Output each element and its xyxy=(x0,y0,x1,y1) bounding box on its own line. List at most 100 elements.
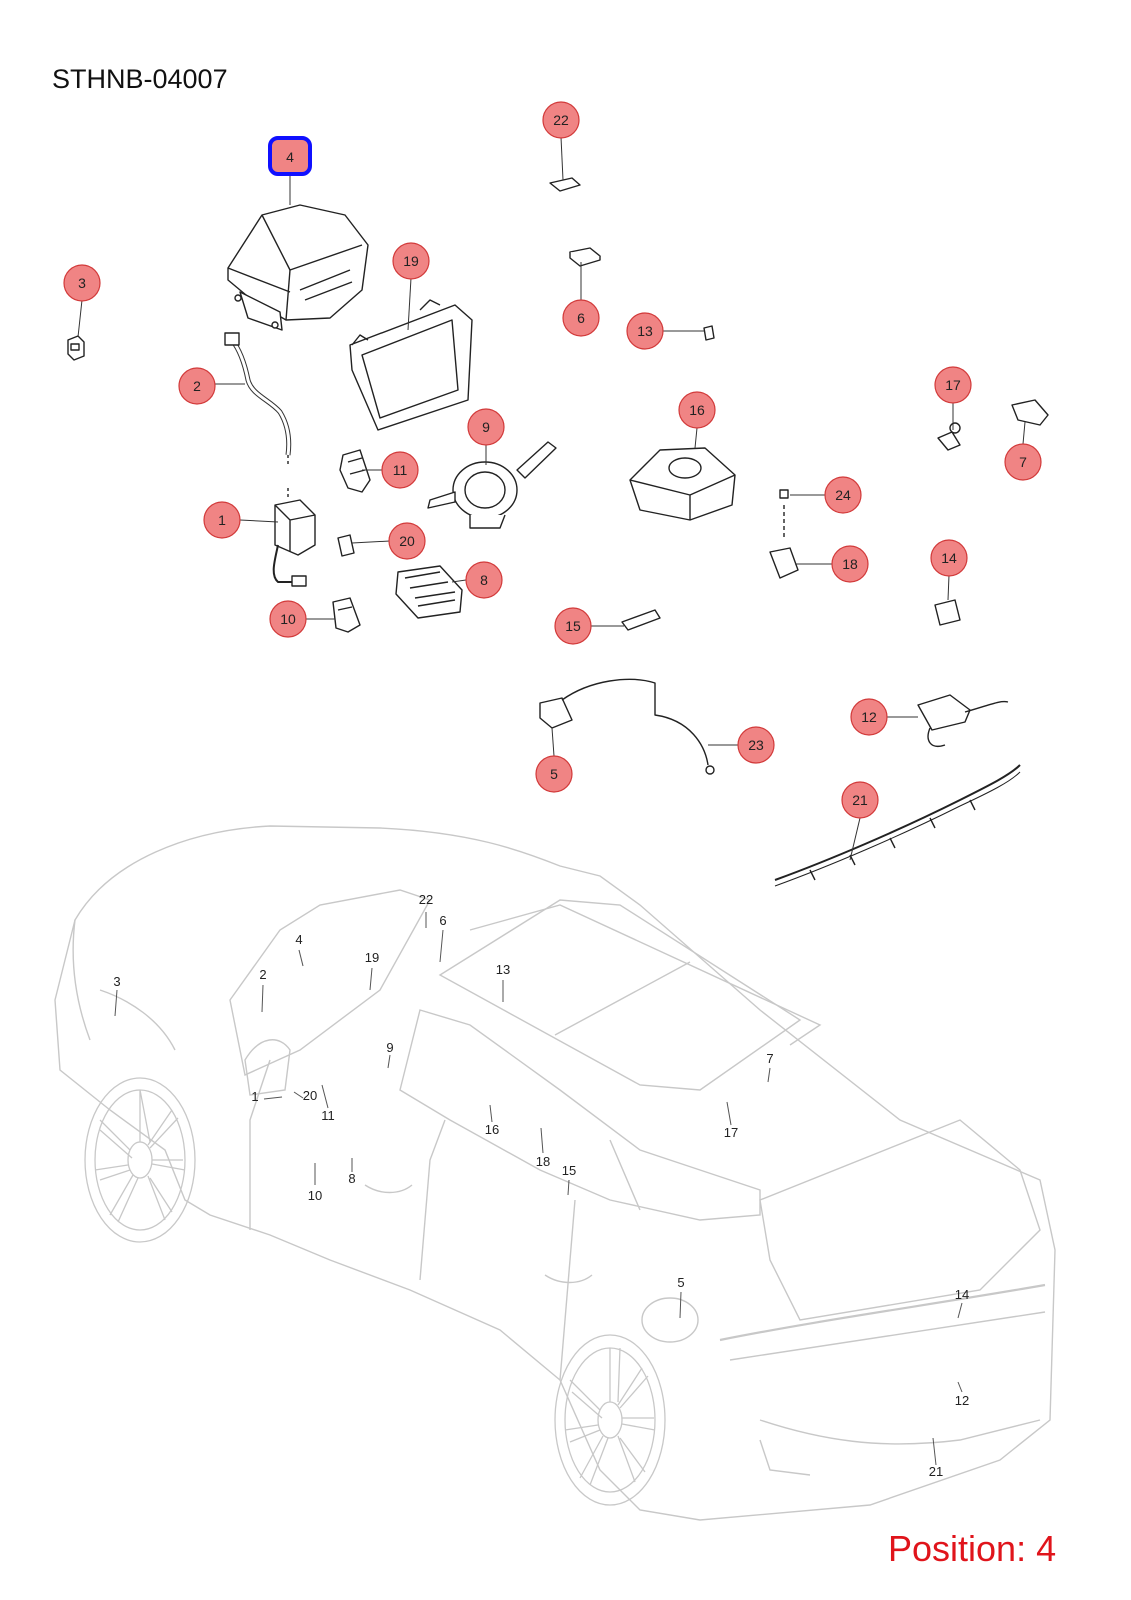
part-2-illustration xyxy=(224,332,292,465)
callout-4[interactable]: 4 xyxy=(268,136,312,176)
callout-number: 11 xyxy=(393,462,408,478)
callout-number: 8 xyxy=(480,572,488,588)
callout-9[interactable]: 9 xyxy=(467,408,505,446)
callout-1[interactable]: 1 xyxy=(203,501,241,539)
callout-5[interactable]: 5 xyxy=(535,755,573,793)
callout-14[interactable]: 14 xyxy=(930,539,968,577)
callout-number: 4 xyxy=(286,149,294,165)
callout-13[interactable]: 13 xyxy=(626,312,664,350)
callout-6[interactable]: 6 xyxy=(562,299,600,337)
part-3-illustration xyxy=(67,335,85,361)
callout-circle xyxy=(934,366,972,404)
vehicle-position-label-12: 12 xyxy=(955,1393,969,1408)
callout-11[interactable]: 11 xyxy=(381,451,419,489)
callout-number: 17 xyxy=(945,377,961,393)
part-6-illustration xyxy=(569,247,601,267)
callout-number: 14 xyxy=(941,550,957,566)
callout-21[interactable]: 21 xyxy=(841,781,879,819)
vehicle-position-label-18: 18 xyxy=(536,1154,550,1169)
vehicle-position-label-19: 19 xyxy=(365,950,379,965)
callout-number: 2 xyxy=(193,378,201,394)
callout-7[interactable]: 7 xyxy=(1004,443,1042,481)
callout-circle xyxy=(554,607,592,645)
callout-circle xyxy=(1004,443,1042,481)
callout-circle xyxy=(562,299,600,337)
callout-24[interactable]: 24 xyxy=(824,476,862,514)
document-code: STHNB-04007 xyxy=(52,64,228,94)
part-21-illustration xyxy=(774,764,1021,887)
part-4-illustration xyxy=(227,204,369,331)
callout-10[interactable]: 10 xyxy=(269,600,307,638)
callout-20[interactable]: 20 xyxy=(388,522,426,560)
callout-number: 23 xyxy=(748,737,764,753)
callout-number: 16 xyxy=(689,402,705,418)
part-8-illustration xyxy=(395,565,463,619)
vehicle-position-label-15: 15 xyxy=(562,1163,576,1178)
vehicle-position-label-11: 11 xyxy=(321,1108,335,1123)
part-12-illustration xyxy=(917,694,1009,747)
callout-number: 1 xyxy=(218,512,226,528)
vehicle-outline xyxy=(54,825,1056,1521)
callout-12[interactable]: 12 xyxy=(850,698,888,736)
callout-number: 7 xyxy=(1019,454,1027,470)
part-22-illustration xyxy=(549,177,581,192)
callout-circle xyxy=(381,451,419,489)
callout-number: 13 xyxy=(637,323,653,339)
part-13-illustration xyxy=(703,325,715,341)
rear-wheel-illustration xyxy=(554,1334,666,1506)
vehicle-position-label-6: 6 xyxy=(439,913,446,928)
callout-number: 22 xyxy=(553,112,569,128)
callout-3[interactable]: 3 xyxy=(63,264,101,302)
part-9-illustration xyxy=(427,441,557,529)
callout-number: 9 xyxy=(482,419,490,435)
callout-circle xyxy=(467,408,505,446)
callout-number: 20 xyxy=(399,533,415,549)
callout-circle xyxy=(535,755,573,793)
part-7-illustration xyxy=(1011,399,1049,426)
callout-number: 5 xyxy=(550,766,558,782)
callout-2[interactable]: 2 xyxy=(178,367,216,405)
part-14-illustration xyxy=(934,599,961,626)
callout-number: 3 xyxy=(78,275,86,291)
vehicle-position-label-22: 22 xyxy=(419,892,433,907)
vehicle-position-label-8: 8 xyxy=(348,1171,355,1186)
callout-8[interactable]: 8 xyxy=(465,561,503,599)
vehicle-position-label-1: 1 xyxy=(251,1089,258,1104)
callout-number: 19 xyxy=(403,253,419,269)
car-label-ticks xyxy=(114,912,963,1466)
callout-17[interactable]: 17 xyxy=(934,366,972,404)
part-16-illustration xyxy=(629,447,736,521)
callout-22[interactable]: 22 xyxy=(542,101,580,139)
vehicle-position-label-21: 21 xyxy=(929,1464,943,1479)
part-24-illustration xyxy=(779,489,789,540)
front-wheel-illustration xyxy=(84,1077,196,1243)
part-19-illustration xyxy=(349,299,473,431)
part-17-illustration xyxy=(937,422,961,451)
part-18-illustration xyxy=(769,547,799,579)
vehicle-position-label-14: 14 xyxy=(955,1287,969,1302)
callout-circle xyxy=(930,539,968,577)
callout-15[interactable]: 15 xyxy=(554,607,592,645)
callout-circle xyxy=(678,391,716,429)
callout-number: 6 xyxy=(577,310,585,326)
part-15-illustration xyxy=(621,609,661,631)
callout-circle xyxy=(542,101,580,139)
vehicle-position-label-16: 16 xyxy=(485,1122,499,1137)
vehicle-position-label-17: 17 xyxy=(724,1125,738,1140)
callout-number: 12 xyxy=(861,709,877,725)
callout-circle xyxy=(737,726,775,764)
vehicle-position-label-13: 13 xyxy=(496,962,510,977)
part-11-illustration xyxy=(339,449,371,493)
callout-circle xyxy=(269,600,307,638)
vehicle-position-label-3: 3 xyxy=(113,974,120,989)
callout-19[interactable]: 19 xyxy=(392,242,430,280)
part-1-illustration xyxy=(272,488,316,587)
callout-16[interactable]: 16 xyxy=(678,391,716,429)
callout-circle xyxy=(178,367,216,405)
callout-circle xyxy=(392,242,430,280)
callout-number: 15 xyxy=(565,618,581,634)
callout-18[interactable]: 18 xyxy=(831,545,869,583)
callout-23[interactable]: 23 xyxy=(737,726,775,764)
